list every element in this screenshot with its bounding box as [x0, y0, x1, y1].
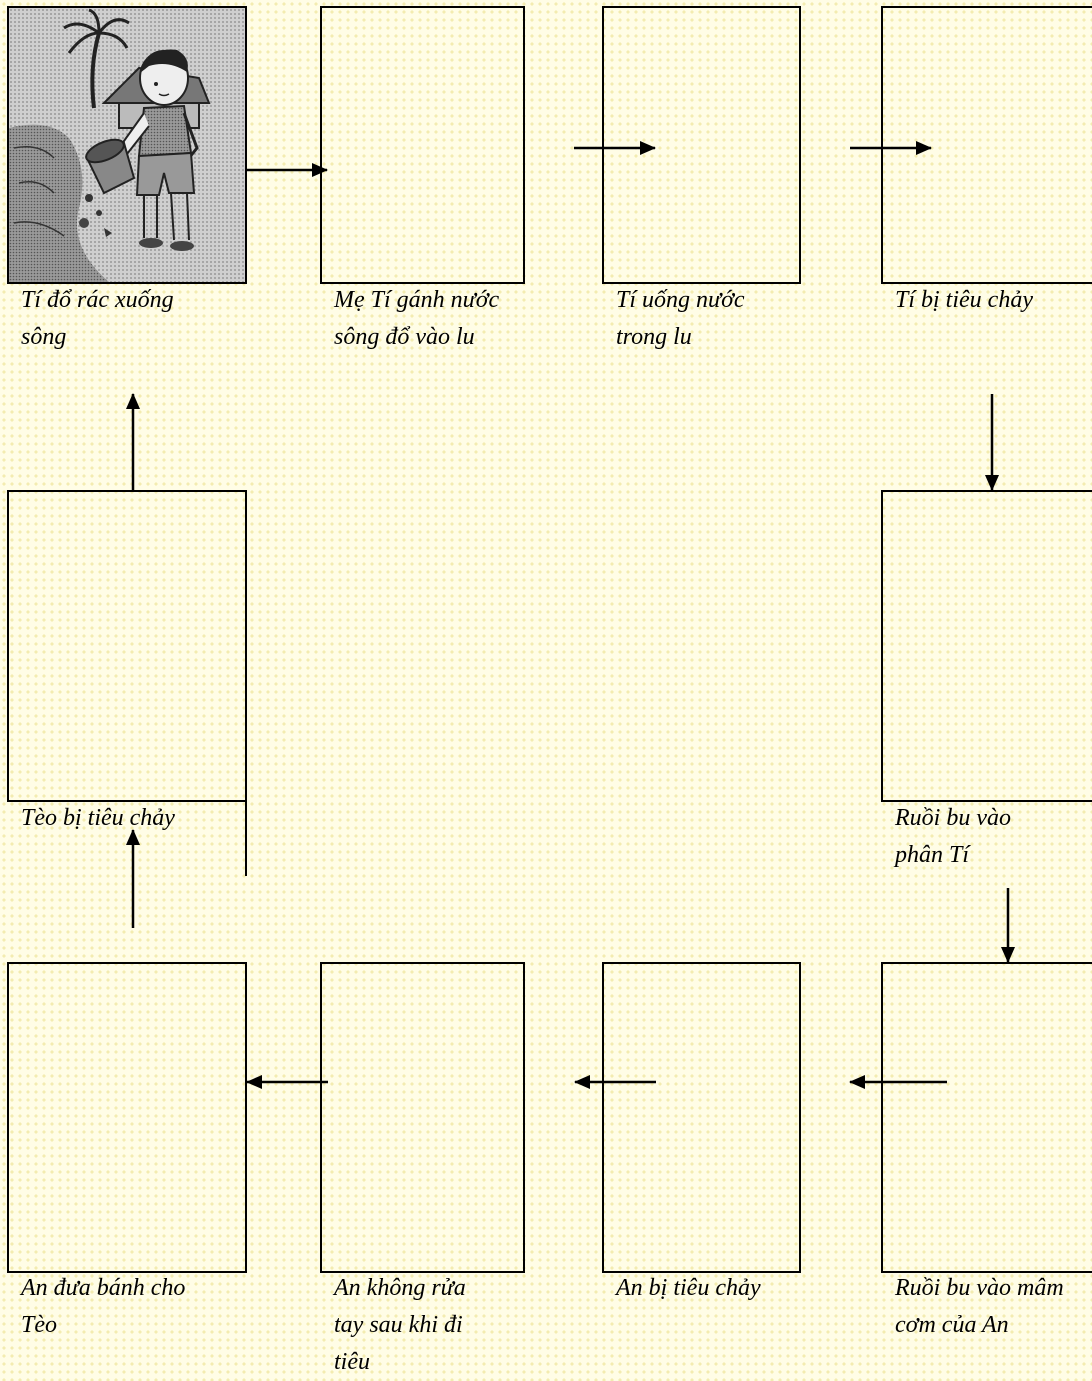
caption-step-8: An không rửa tay sau khi đi tiêu [334, 1275, 466, 1375]
caption-step-3: Tí uống nước trong lu [616, 287, 745, 350]
caption-step-10: Tèo bị tiêu chảy [21, 805, 175, 831]
box-step-6 [881, 962, 1092, 1273]
caption-step-9: An đưa bánh cho Tèo [21, 1275, 186, 1338]
box-step-9 [7, 962, 247, 1273]
illustration-boy-dumping-trash [7, 6, 247, 284]
boy-dumping-trash-image [9, 8, 245, 282]
box-step-4 [881, 6, 1092, 284]
box-step-8 [320, 962, 525, 1273]
box-step-10 [7, 490, 247, 802]
box-step-5 [881, 490, 1092, 802]
caption-step-7: An bị tiêu chảy [616, 1275, 761, 1301]
caption-step-2: Mẹ Tí gánh nước sông đổ vào lu [334, 287, 500, 350]
box-step-7 [602, 962, 801, 1273]
caption-step-4: Tí bị tiêu chảy [895, 287, 1033, 313]
caption-step-6: Ruồi bu vào mâm cơm của An [895, 1275, 1064, 1338]
box-step-2 [320, 6, 525, 284]
box-step-3 [602, 6, 801, 284]
caption-step-1: Tí đổ rác xuống sông [21, 287, 174, 350]
box-step-10-right-extension [245, 800, 247, 876]
caption-step-5: Ruồi bu vào phân Tí [895, 805, 1011, 868]
